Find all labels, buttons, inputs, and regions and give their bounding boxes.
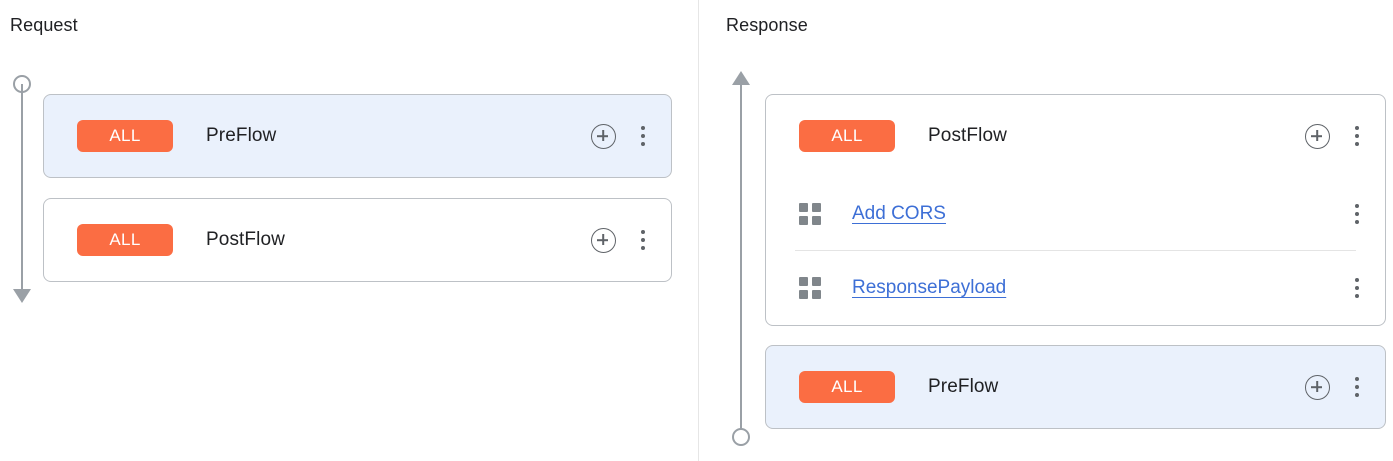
policy-divider bbox=[795, 250, 1356, 251]
flow-card-request-postflow[interactable]: ALL PostFlow bbox=[43, 198, 672, 282]
flow-card-response-preflow[interactable]: ALL PreFlow bbox=[765, 345, 1386, 429]
plus-circle-icon bbox=[590, 227, 616, 253]
flow-header-row: ALL PreFlow bbox=[44, 95, 671, 177]
arrow-down-icon bbox=[13, 289, 31, 303]
arrow-up-icon bbox=[732, 71, 750, 85]
policy-row[interactable]: Add CORS bbox=[766, 177, 1385, 251]
policy-grid-icon bbox=[799, 203, 821, 225]
policy-row[interactable]: ResponsePayload bbox=[766, 251, 1385, 325]
policy-menu-button[interactable] bbox=[1347, 200, 1367, 228]
flow-name-label: PreFlow bbox=[928, 376, 999, 397]
plus-circle-icon bbox=[1304, 123, 1330, 149]
rail-line bbox=[21, 84, 23, 293]
method-badge: ALL bbox=[799, 371, 895, 403]
request-column-heading: Request bbox=[10, 15, 78, 35]
plus-circle-icon bbox=[590, 123, 616, 149]
more-vert-icon bbox=[1354, 277, 1360, 299]
method-badge: ALL bbox=[77, 224, 173, 256]
flow-header-row: ALL PreFlow bbox=[766, 346, 1385, 428]
rail-line bbox=[740, 84, 742, 438]
method-badge: ALL bbox=[77, 120, 173, 152]
flow-header-row: ALL PostFlow bbox=[766, 95, 1385, 177]
policy-menu-button[interactable] bbox=[1347, 274, 1367, 302]
add-policy-button[interactable] bbox=[1303, 373, 1331, 401]
flow-menu-button[interactable] bbox=[633, 226, 653, 254]
policy-link[interactable]: Add CORS bbox=[852, 203, 946, 224]
more-vert-icon bbox=[640, 125, 646, 147]
flow-menu-button[interactable] bbox=[1347, 373, 1367, 401]
flow-card-request-preflow[interactable]: ALL PreFlow bbox=[43, 94, 672, 178]
flow-name-label: PreFlow bbox=[206, 125, 277, 146]
policy-grid-icon bbox=[799, 277, 821, 299]
more-vert-icon bbox=[1354, 125, 1360, 147]
flow-header-row: ALL PostFlow bbox=[44, 199, 671, 281]
add-policy-button[interactable] bbox=[589, 122, 617, 150]
flow-name-label: PostFlow bbox=[206, 229, 285, 250]
column-divider bbox=[698, 0, 699, 461]
plus-circle-icon bbox=[1304, 374, 1330, 400]
method-badge: ALL bbox=[799, 120, 895, 152]
add-policy-button[interactable] bbox=[1303, 122, 1331, 150]
response-column-heading: Response bbox=[726, 15, 808, 35]
flow-name-label: PostFlow bbox=[928, 125, 1007, 146]
flow-card-response-postflow[interactable]: ALL PostFlow Add CORS bbox=[765, 94, 1386, 326]
policy-link[interactable]: ResponsePayload bbox=[852, 277, 1007, 298]
more-vert-icon bbox=[1354, 203, 1360, 225]
more-vert-icon bbox=[640, 229, 646, 251]
add-policy-button[interactable] bbox=[589, 226, 617, 254]
more-vert-icon bbox=[1354, 376, 1360, 398]
flow-menu-button[interactable] bbox=[1347, 122, 1367, 150]
flow-menu-button[interactable] bbox=[633, 122, 653, 150]
circle-endpoint-icon bbox=[732, 428, 750, 446]
